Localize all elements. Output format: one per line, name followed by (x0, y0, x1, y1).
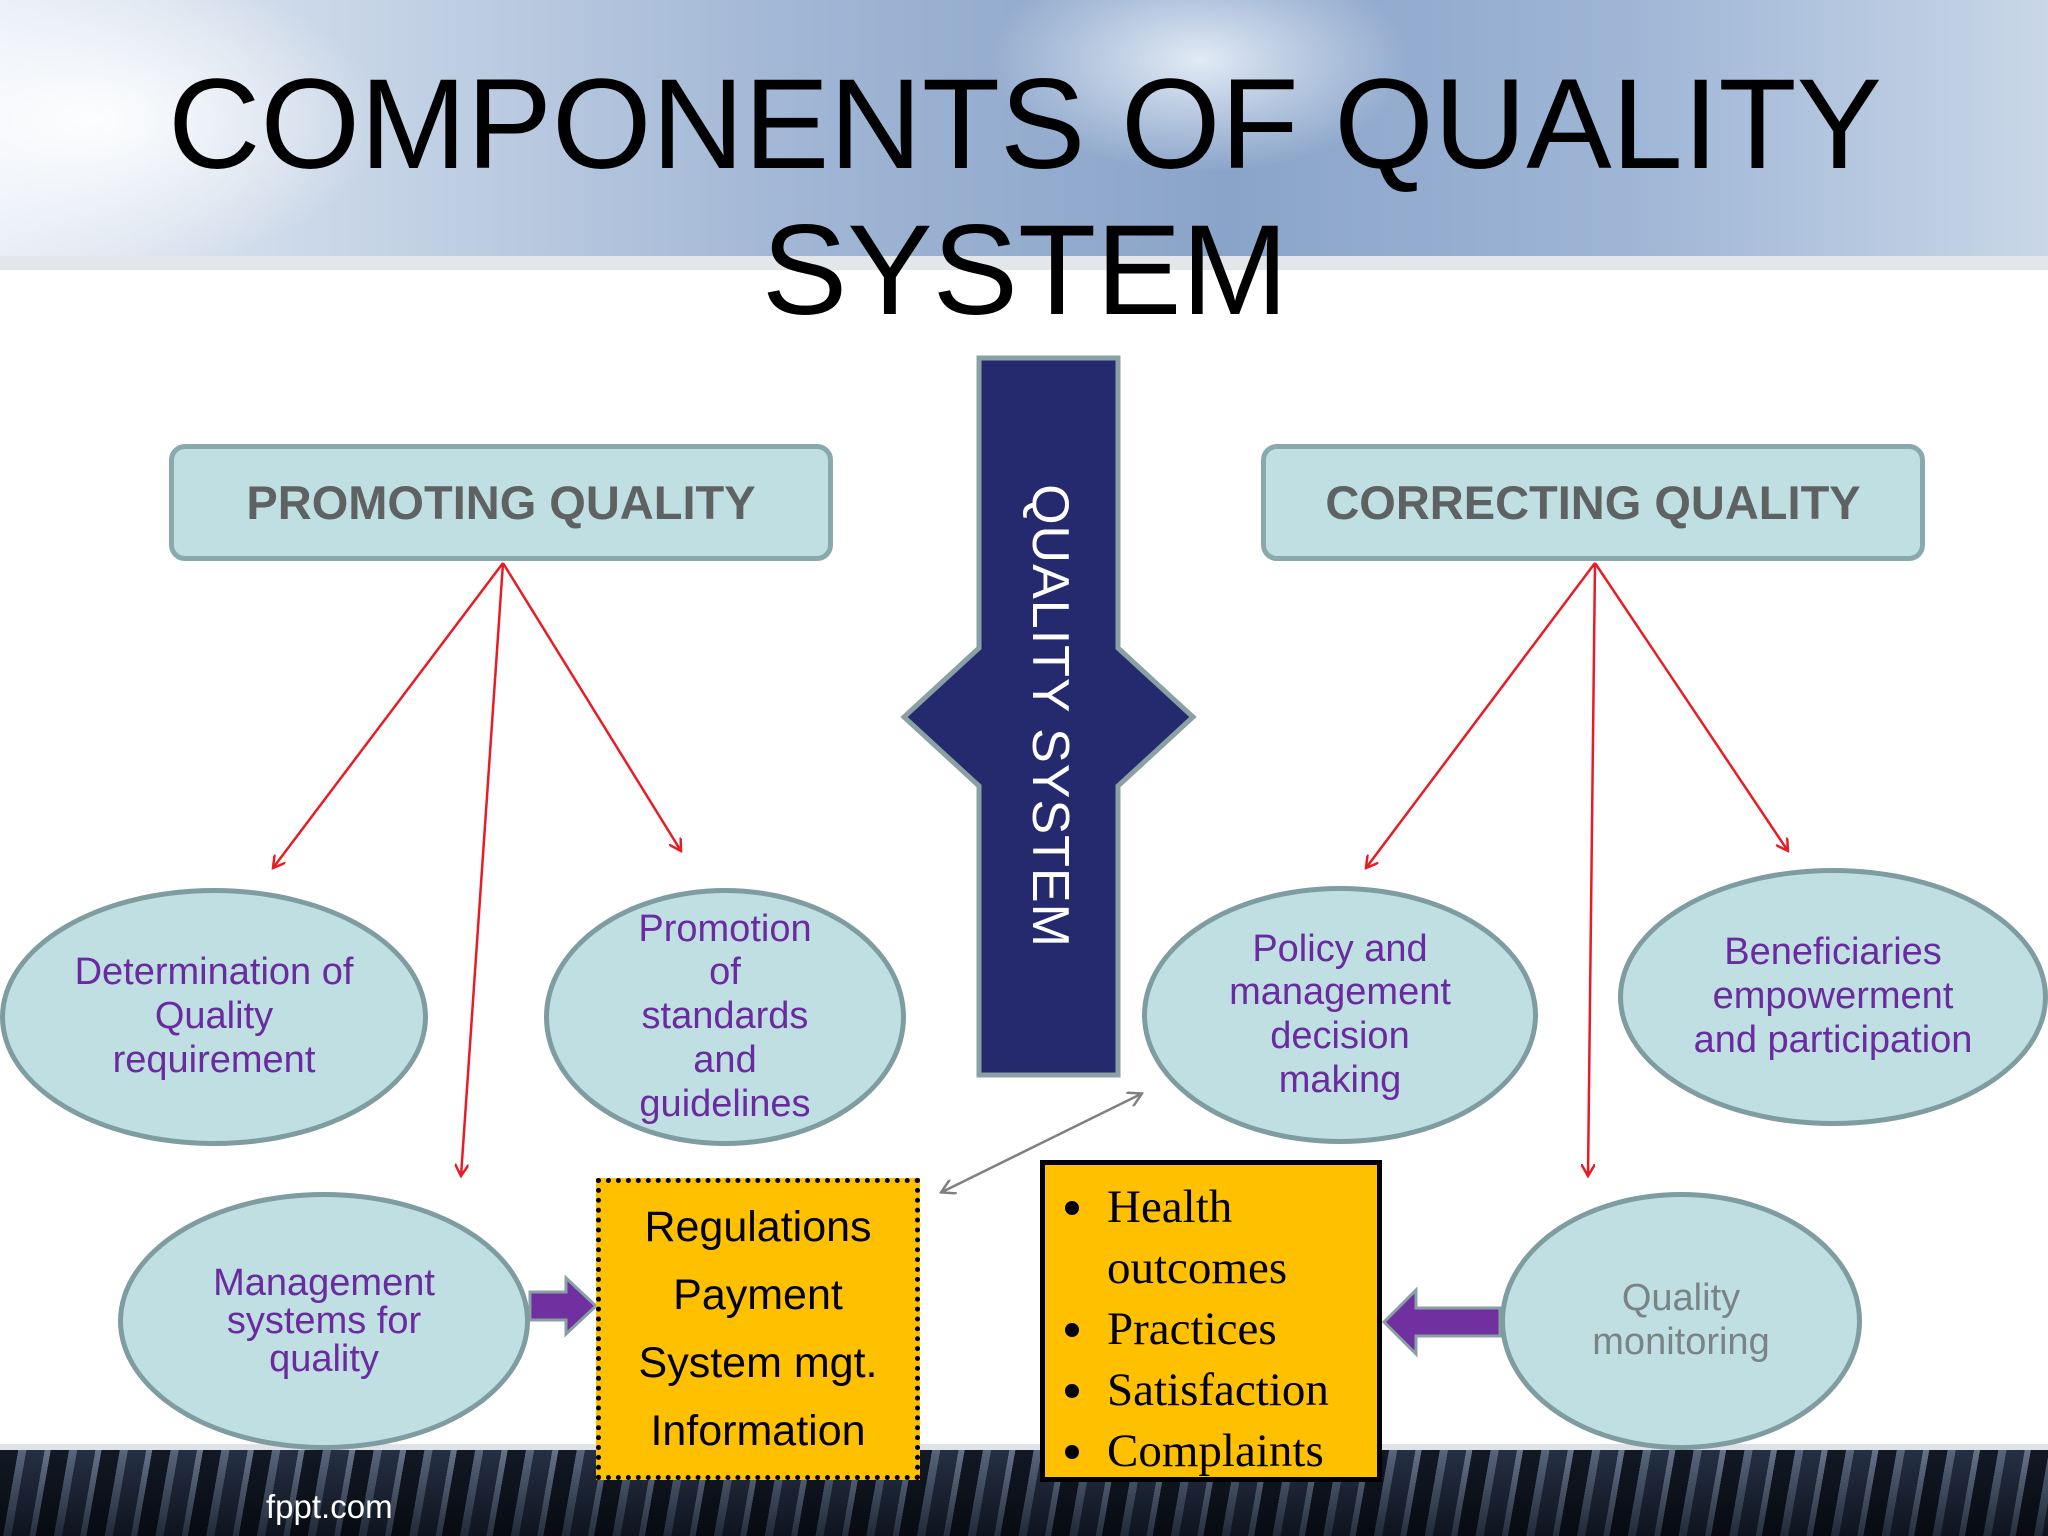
outcome-practices: Practices (1065, 1299, 1367, 1360)
determination-ellipse: Determination of Quality requirement (0, 888, 428, 1146)
regulations-item: Regulations (644, 1202, 872, 1251)
outcome-health-outcomes: Health outcomes (1065, 1177, 1307, 1299)
arrow-promoting-determination (273, 562, 504, 868)
management-systems-ellipse: Management systems for quality (118, 1192, 530, 1450)
information-item: Information (650, 1406, 866, 1455)
outcomes-list: Health outcomes Practices Satisfaction C… (1045, 1177, 1367, 1482)
quality-system-text: QUALITY SYSTEM (1021, 484, 1079, 948)
quality-system-arrow-shape (900, 355, 1197, 1078)
block-arrow-management-to-regulations (528, 1274, 599, 1338)
payment-item: Payment (673, 1270, 843, 1319)
determination-text: Determination of Quality requirement (74, 951, 354, 1081)
outcomes-box: Health outcomes Practices Satisfaction C… (1040, 1160, 1382, 1482)
regulations-box: Regulations Payment System mgt. Informat… (596, 1178, 920, 1480)
beneficiaries-ellipse: Beneficiaries empowerment and participat… (1618, 868, 2048, 1126)
quality-monitoring-ellipse: Quality monitoring (1500, 1192, 1862, 1450)
arrow-correcting-beneficiaries (1593, 562, 1788, 851)
building-footer-banner (0, 1450, 2048, 1536)
arrow-correcting-monitoring (1588, 562, 1597, 1176)
management-systems-text: Management systems for quality (213, 1262, 435, 1380)
sky-banner (0, 0, 2048, 262)
outcome-complaints: Complaints (1065, 1421, 1367, 1482)
policy-ellipse: Policy and management decision making (1142, 886, 1538, 1144)
arrow-promoting-promotion (501, 562, 681, 851)
footer-divider (0, 1444, 2048, 1452)
arrow-policy-regulations (942, 1094, 1141, 1192)
outcome-satisfaction: Satisfaction (1065, 1360, 1367, 1421)
quality-monitoring-text: Quality monitoring (1592, 1277, 1770, 1363)
arrow-correcting-policy (1366, 562, 1596, 868)
promotion-text: Promotion of standards and guidelines (638, 907, 812, 1125)
slide-title: COMPONENTS OF QUALITY SYSTEM (168, 53, 1882, 342)
system-mgt-item: System mgt. (638, 1338, 878, 1387)
footer-brand: fppt.com (266, 1488, 393, 1525)
promoting-quality-header: PROMOTING QUALITY (169, 444, 833, 561)
policy-text: Policy and management decision making (1229, 927, 1451, 1101)
block-arrow-monitoring-to-outcomes (1381, 1286, 1502, 1358)
correcting-quality-header: CORRECTING QUALITY (1261, 444, 1925, 561)
beneficiaries-text: Beneficiaries empowerment and participat… (1693, 931, 1973, 1061)
promotion-ellipse: Promotion of standards and guidelines (544, 888, 906, 1146)
banner-divider (0, 256, 2048, 270)
arrow-promoting-management (461, 562, 505, 1176)
